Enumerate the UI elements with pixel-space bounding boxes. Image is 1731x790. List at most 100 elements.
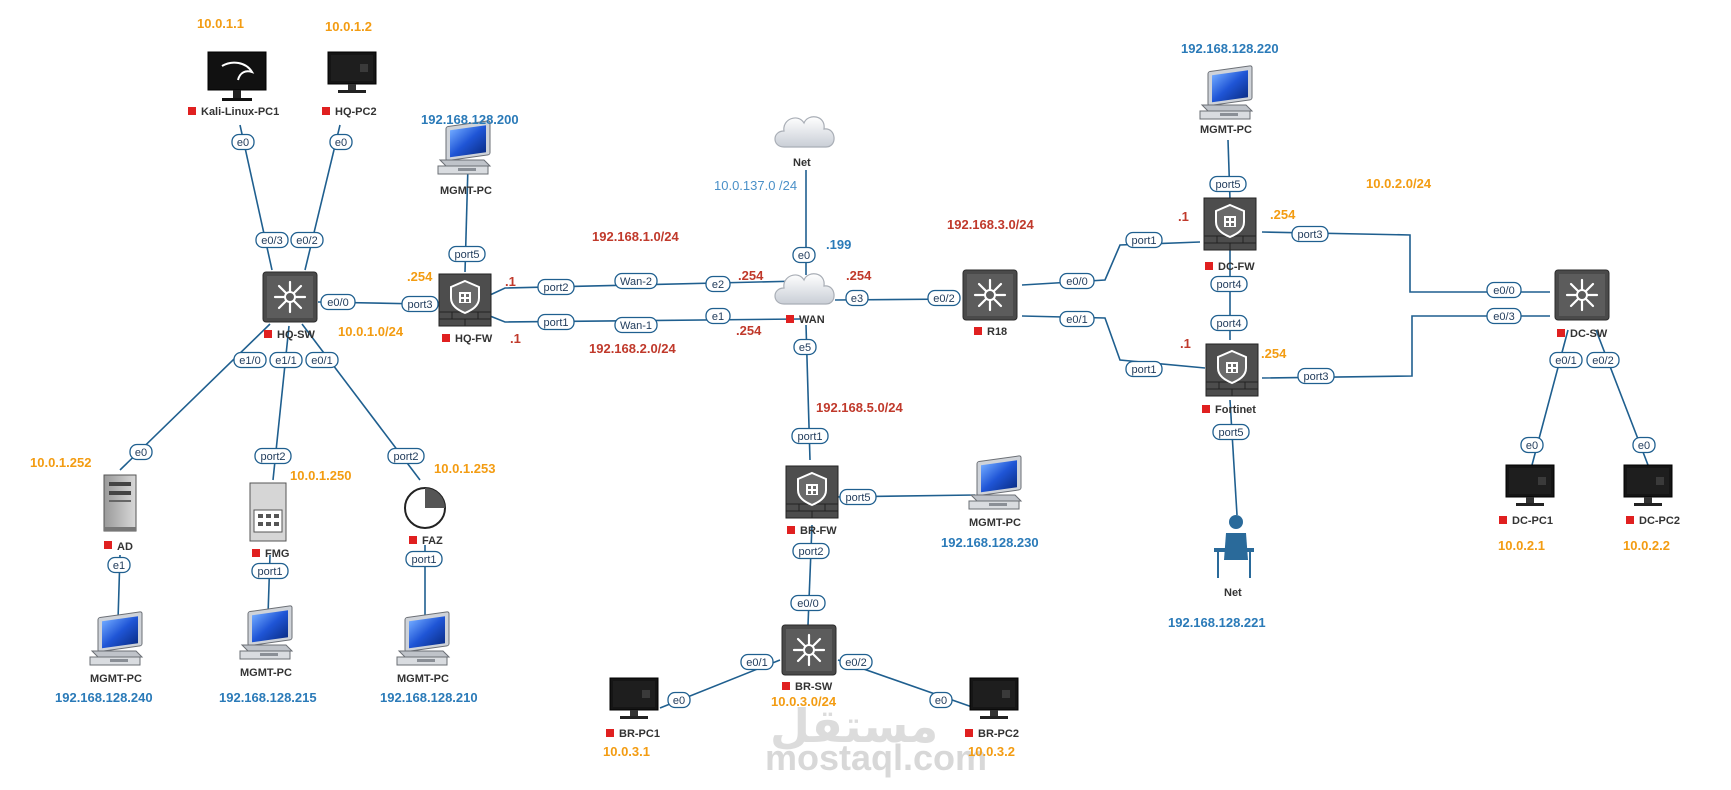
link-fortinet-dcsw	[1261, 315, 1550, 379]
port-dcsw-e0-0[interactable]: e0/0	[1486, 281, 1522, 299]
node-label: WAN	[799, 314, 825, 326]
port-brfw-port5[interactable]: port5	[839, 488, 877, 506]
port-fortinet-port4[interactable]: port4	[1210, 314, 1248, 332]
br-sw[interactable]: BR-SW	[780, 623, 838, 693]
port-pill	[290, 231, 324, 249]
port-dcsw-e0-1[interactable]: e0/1	[1549, 351, 1583, 369]
port-fmg-port2[interactable]: port2	[254, 447, 292, 465]
monitor-icon	[609, 677, 659, 720]
port-dcsw-e0-2[interactable]: e0/2	[1586, 351, 1620, 369]
port-hqfw-port1[interactable]: port1	[537, 313, 575, 331]
fmg-mgmt-pc[interactable]: MGMT-PC	[239, 605, 293, 679]
port-hqsw-e0-0[interactable]: e0/0	[320, 293, 356, 311]
ip-fmg: 10.0.1.250	[290, 468, 351, 483]
port-pill	[269, 351, 303, 369]
node-label: DC-SW	[1570, 328, 1608, 340]
port-brsw-e0-0[interactable]: e0/0	[790, 594, 826, 612]
firewall-icon	[438, 273, 492, 327]
port-fortinet-port5[interactable]: port5	[1212, 423, 1250, 441]
port-kali-e0[interactable]: e0	[231, 133, 255, 151]
hq-mgmt-pc[interactable]: MGMT-PC	[437, 120, 492, 197]
port-pill	[793, 338, 817, 356]
port-dcpc1-e0[interactable]: e0	[1520, 436, 1544, 454]
faz-mgmt-pc[interactable]: MGMT-PC	[396, 611, 450, 685]
dc-sw[interactable]: DC-SW	[1553, 268, 1611, 340]
port-fortinet-port3[interactable]: port3	[1297, 367, 1335, 385]
dc-pc2[interactable]: DC-PC2	[1623, 464, 1680, 527]
port-ad-e0[interactable]: e0	[129, 443, 153, 461]
hq-fw[interactable]: HQ-FW	[438, 273, 493, 345]
port-hqfw-port2[interactable]: port2	[537, 278, 575, 296]
firewall-icon	[1205, 343, 1259, 397]
node-label: R18	[987, 326, 1007, 338]
port-hqsw-e0-3[interactable]: e0/3	[255, 231, 289, 249]
hq-pc2[interactable]: HQ-PC2	[322, 51, 377, 118]
port-wan-e1[interactable]: e1	[705, 307, 731, 325]
port-wan-e2[interactable]: e2	[705, 275, 731, 293]
kali-linux-pc1[interactable]: Kali-Linux-PC1	[188, 51, 279, 118]
wan-cloud[interactable]: WAN	[774, 273, 835, 326]
wan-host-199: .199	[826, 237, 851, 252]
port-pill	[405, 550, 443, 568]
port-hqsw-e1-0[interactable]: e1/0	[233, 351, 267, 369]
dc-mgmt-pc[interactable]: MGMT-PC	[1199, 65, 1253, 136]
status-indicator	[1557, 329, 1565, 337]
net-cloud[interactable]: Net	[774, 116, 835, 169]
port-dcpc2-e0[interactable]: e0	[1632, 436, 1656, 454]
dc-pc1[interactable]: DC-PC1	[1499, 464, 1555, 527]
net-user[interactable]: Net	[1214, 515, 1254, 599]
port-fortinet-port1[interactable]: port1	[1125, 360, 1163, 378]
status-indicator	[264, 330, 272, 338]
port-brpc2-e0[interactable]: e0	[929, 691, 953, 709]
port-dcfw-port5[interactable]: port5	[1209, 175, 1247, 193]
port-hqsw-e1-1[interactable]: e1/1	[269, 351, 303, 369]
port-r18-e0-2[interactable]: e0/2	[927, 289, 961, 307]
svg-text:port2: port2	[798, 546, 823, 558]
port-faz-port2[interactable]: port2	[387, 447, 425, 465]
port-fmg-port1[interactable]: port1	[251, 562, 289, 580]
br-mgmt-pc[interactable]: MGMT-PC	[968, 455, 1022, 529]
port-brfw-port1[interactable]: port1	[791, 427, 829, 445]
pc-icon	[968, 455, 1022, 510]
faz-device[interactable]: FAZ	[404, 487, 446, 547]
port-wan-e5[interactable]: e5	[793, 338, 817, 356]
r18-router[interactable]: R18	[961, 268, 1019, 338]
firewall-icon	[1203, 197, 1257, 251]
fortinet-host-1: .1	[1180, 336, 1191, 351]
port-brsw-e0-1[interactable]: e0/1	[740, 653, 774, 671]
ip-hq-pc2: 10.0.1.2	[325, 19, 372, 34]
port-pill	[705, 307, 731, 325]
port-wan-1[interactable]: Wan-1	[614, 316, 658, 334]
port-brsw-e0-2[interactable]: e0/2	[839, 653, 873, 671]
port-dcfw-port3[interactable]: port3	[1291, 225, 1329, 243]
port-wan-2[interactable]: Wan-2	[614, 272, 658, 290]
fmg-device[interactable]: FMG	[249, 482, 289, 560]
port-pill	[929, 691, 953, 709]
fortinet-fw[interactable]: Fortinet	[1202, 343, 1259, 416]
port-hqfw-port3[interactable]: port3	[401, 295, 439, 313]
br-fw[interactable]: BR-FW	[785, 465, 839, 537]
port-faz-port1[interactable]: port1	[405, 550, 443, 568]
port-dcfw-port1[interactable]: port1	[1125, 231, 1163, 249]
port-r18-e0-0[interactable]: e0/0	[1059, 272, 1095, 290]
port-wan-e0[interactable]: e0	[792, 246, 816, 264]
port-r18-e0-1[interactable]: e0/1	[1059, 310, 1095, 328]
br-pc1[interactable]: BR-PC1	[606, 677, 660, 740]
dc-fw[interactable]: DC-FW	[1203, 197, 1257, 273]
port-hqfw-port5[interactable]: port5	[448, 245, 486, 263]
port-wan-e3[interactable]: e3	[845, 289, 869, 307]
hq-sw[interactable]: HQ-SW	[261, 270, 319, 341]
port-ad-e1[interactable]: e1	[107, 556, 131, 574]
port-brpc1-e0[interactable]: e0	[667, 691, 691, 709]
port-dcfw-port4[interactable]: port4	[1210, 275, 1248, 293]
port-hqsw-e0-2[interactable]: e0/2	[290, 231, 324, 249]
port-hqsw-e0-1[interactable]: e0/1	[305, 351, 339, 369]
server-icon	[103, 474, 137, 532]
br-pc2[interactable]: BR-PC2	[965, 677, 1019, 740]
port-brfw-port2[interactable]: port2	[792, 542, 830, 560]
node-label: HQ-SW	[277, 329, 316, 341]
ad-mgmt-pc[interactable]: MGMT-PC	[89, 611, 143, 685]
port-dcsw-e0-3[interactable]: e0/3	[1486, 307, 1522, 325]
port-hqpc2-e0[interactable]: e0	[329, 133, 353, 151]
ad-server[interactable]: AD	[103, 474, 137, 553]
